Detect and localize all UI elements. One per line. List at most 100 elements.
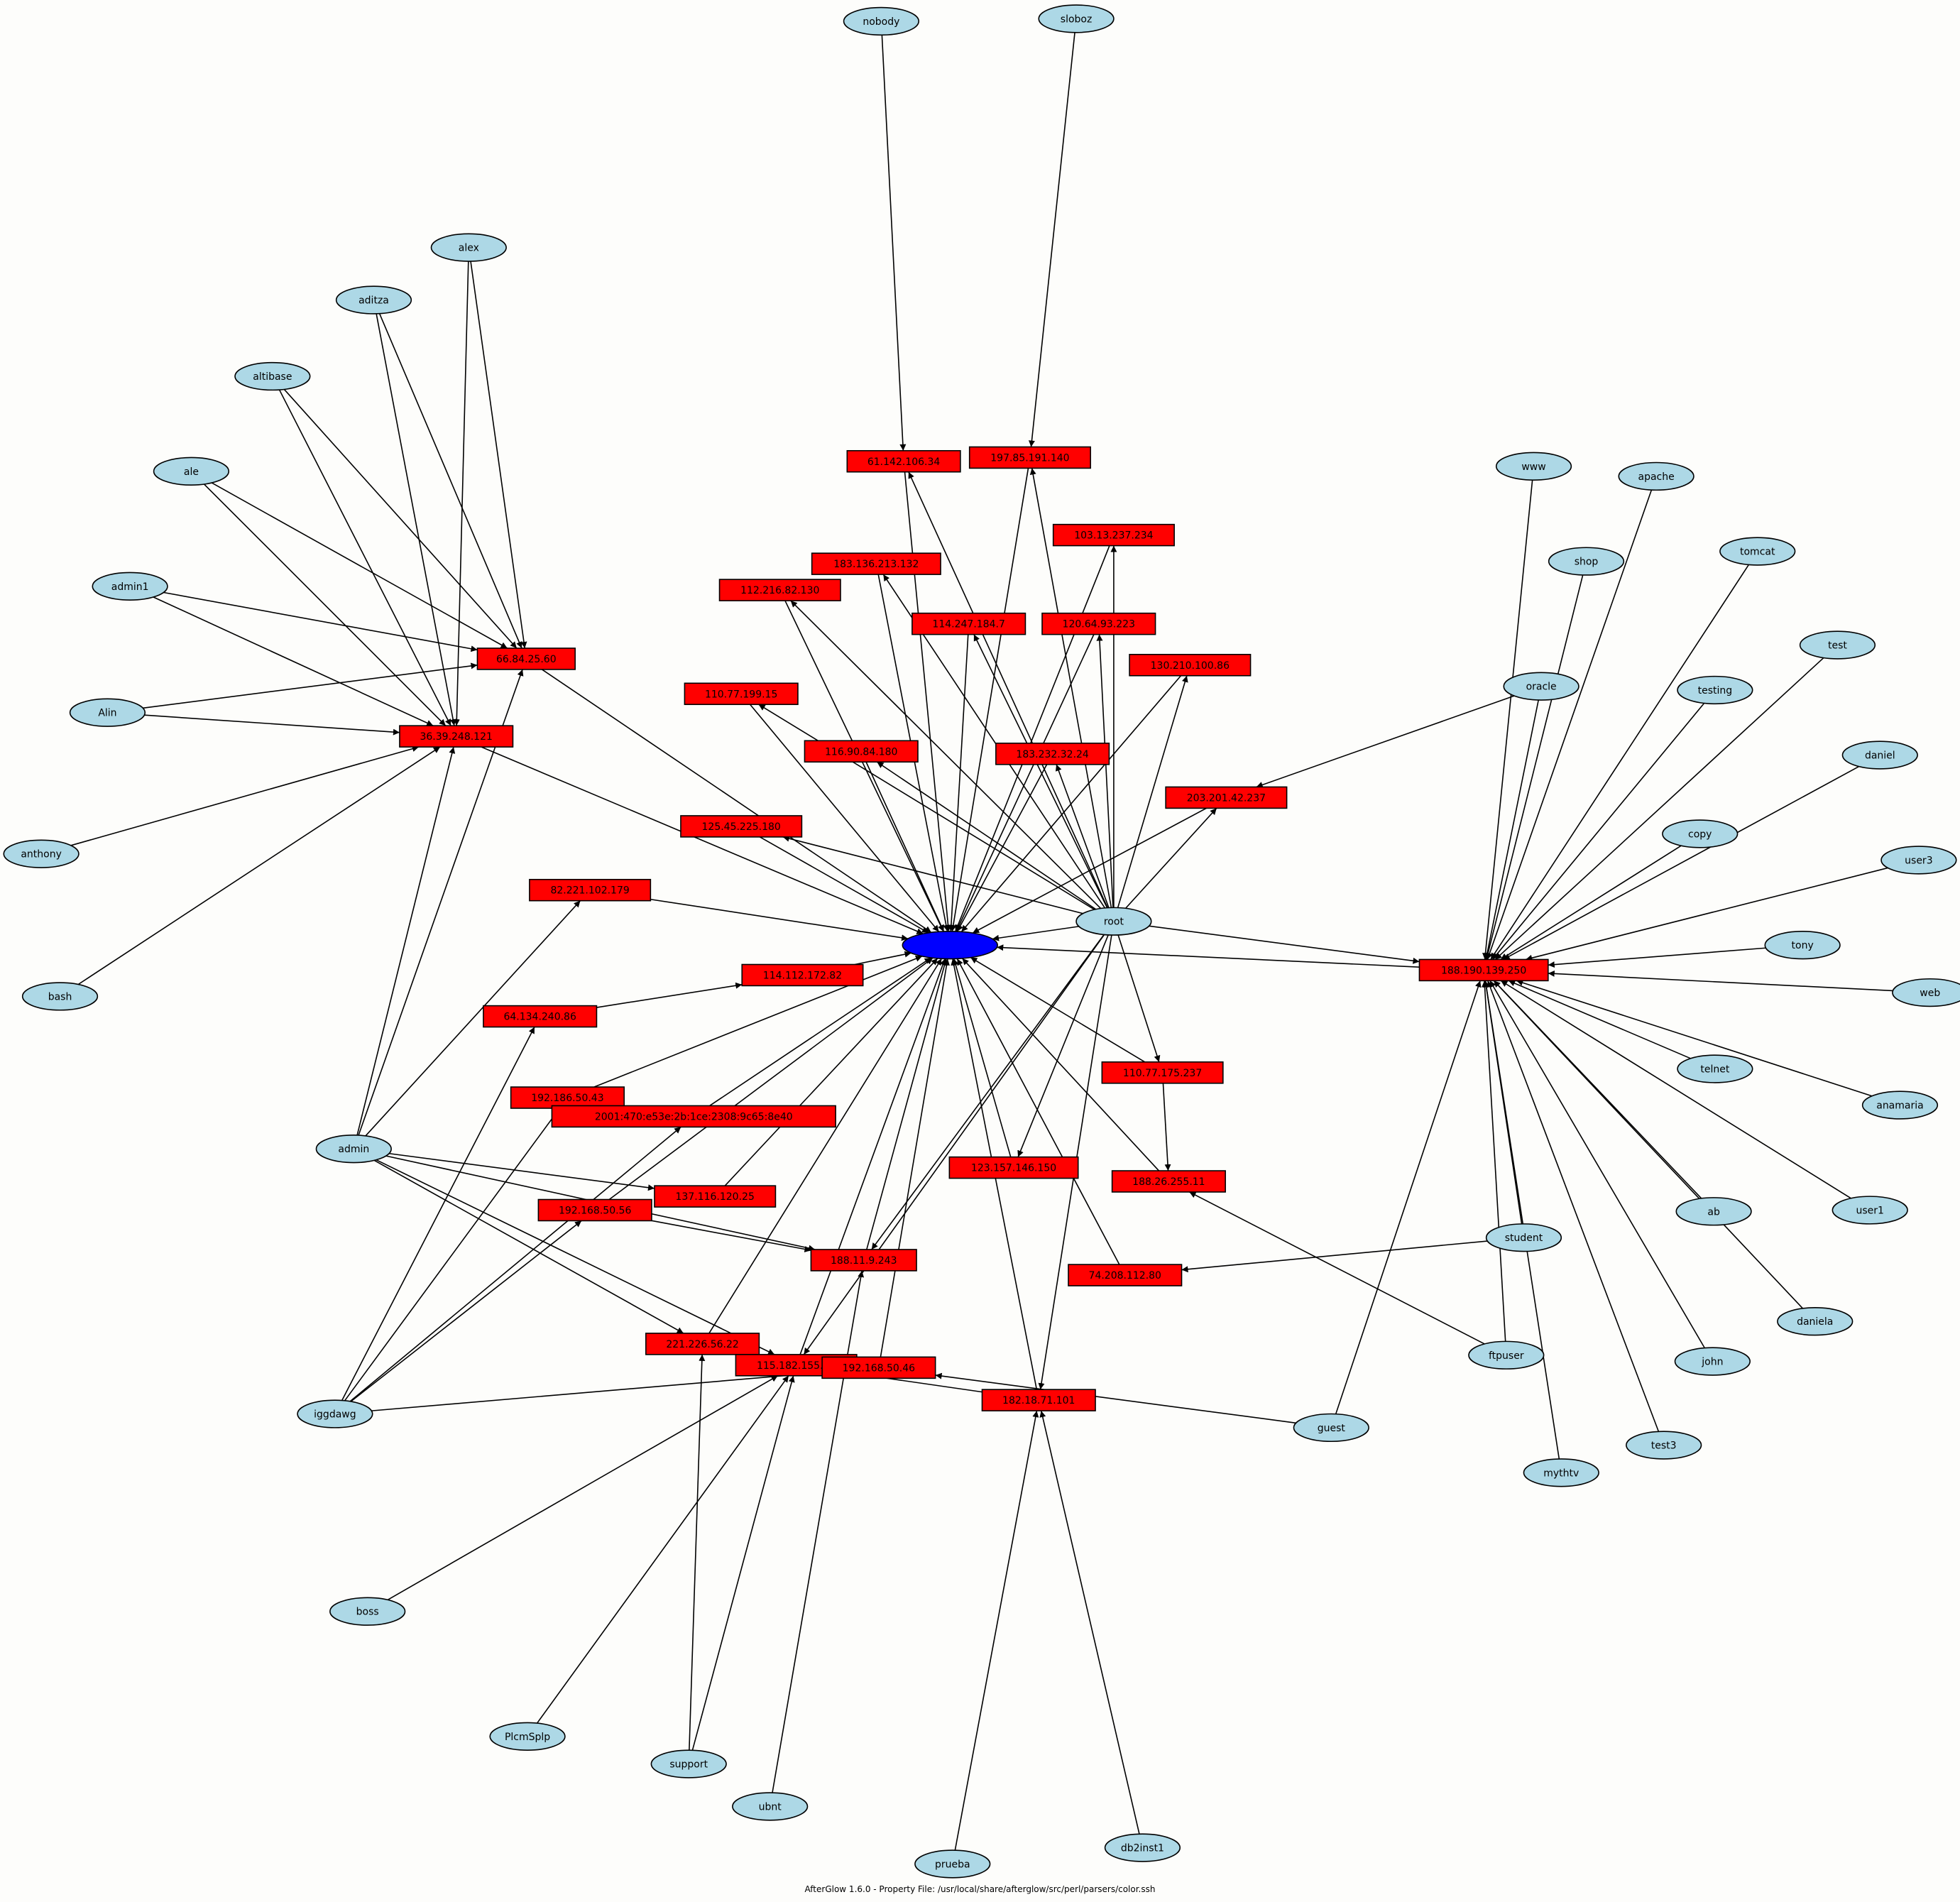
user-node-web[interactable]: web <box>1892 978 1960 1007</box>
user-node-ab[interactable]: ab <box>1675 1197 1752 1226</box>
ip-node-2001-470-e53e-2b-1ce-2308-9c65-8e40-label: 2001:470:e53e:2b:1ce:2308:9c65:8e40 <box>595 1111 793 1122</box>
user-node-user1[interactable]: user1 <box>1832 1196 1908 1225</box>
user-node-anthony[interactable]: anthony <box>3 839 80 868</box>
ip-node-116-90-84-180[interactable]: 116.90.84.180 <box>804 740 919 763</box>
user-node-student[interactable]: student <box>1485 1223 1562 1252</box>
user-node-alex[interactable]: alex <box>430 233 507 262</box>
ip-node-130-210-100-86[interactable]: 130.210.100.86 <box>1129 654 1252 677</box>
ip-node-188-11-9-243-label: 188.11.9.243 <box>831 1255 897 1267</box>
user-node-admin[interactable]: admin <box>315 1135 392 1164</box>
user-node-apache[interactable]: apache <box>1618 461 1695 491</box>
ip-node-114-247-184-7[interactable]: 114.247.184.7 <box>911 612 1026 635</box>
ip-node-110-77-175-237[interactable]: 110.77.175.237 <box>1101 1061 1224 1084</box>
ip-node-125-45-225-180[interactable]: 125.45.225.180 <box>680 815 803 838</box>
user-node-telnet-label: telnet <box>1700 1064 1729 1076</box>
edge-root-to-110-77-175-237 <box>1117 934 1161 1063</box>
user-node-support[interactable]: support <box>650 1749 727 1778</box>
edge-iggdawg-to-192-186-50-43 <box>344 1108 561 1401</box>
ip-node-110-77-199-15[interactable]: 110.77.199.15 <box>684 682 799 706</box>
ip-node-192-168-50-56-label: 192.168.50.56 <box>559 1205 632 1216</box>
edge-admin-to-221-226-56-22 <box>373 1159 684 1334</box>
edge-db2inst1-to-182-18-71-101 <box>1039 1410 1140 1835</box>
ip-node-66-84-25-60-label: 66.84.25.60 <box>496 654 557 665</box>
ip-node-183-232-32-24[interactable]: 183.232.32.24 <box>995 743 1110 765</box>
ip-node-82-221-102-179[interactable]: 82.221.102.179 <box>529 878 652 902</box>
user-node-prueba-label: prueba <box>935 1859 970 1870</box>
user-node-user3[interactable]: user3 <box>1880 846 1957 875</box>
ip-node-221-226-56-22[interactable]: 221.226.56.22 <box>645 1333 760 1355</box>
user-node-testing[interactable]: testing <box>1677 675 1753 705</box>
user-node-tony[interactable]: tony <box>1764 931 1841 960</box>
user-node-shop[interactable]: shop <box>1548 547 1625 576</box>
edge-115-182-155-31-to-center <box>799 958 946 1355</box>
ip-node-192-168-50-56[interactable]: 192.168.50.56 <box>537 1198 652 1222</box>
user-node-iggdawg[interactable]: iggdawg <box>297 1399 373 1428</box>
user-node-boss[interactable]: boss <box>329 1597 406 1626</box>
user-node-altibase[interactable]: altibase <box>234 361 311 391</box>
user-node-prueba[interactable]: prueba <box>914 1849 991 1879</box>
user-node-copy[interactable]: copy <box>1662 819 1739 848</box>
ip-node-66-84-25-60[interactable]: 66.84.25.60 <box>476 647 576 670</box>
user-node-daniela[interactable]: daniela <box>1777 1307 1854 1336</box>
user-node-daniel[interactable]: daniel <box>1841 740 1918 770</box>
user-node-guest-label: guest <box>1318 1423 1346 1434</box>
user-node-guest[interactable]: guest <box>1293 1413 1369 1443</box>
ip-node-188-190-139-250[interactable]: 188.190.139.250 <box>1418 958 1549 982</box>
ip-node-123-157-146-150[interactable]: 123.157.146.150 <box>948 1156 1079 1179</box>
user-node-ubnt[interactable]: ubnt <box>732 1792 809 1821</box>
edge-nobody-to-61-142-106-34 <box>881 35 907 451</box>
user-node-root[interactable]: root <box>1075 907 1152 936</box>
user-node-test3[interactable]: test3 <box>1626 1431 1702 1460</box>
ip-node-74-208-112-80[interactable]: 74.208.112.80 <box>1068 1264 1183 1286</box>
ip-node-120-64-93-223[interactable]: 120.64.93.223 <box>1041 612 1156 635</box>
ip-node-197-85-191-140[interactable]: 197.85.191.140 <box>968 446 1091 469</box>
user-node-ftpuser[interactable]: ftpuser <box>1468 1340 1545 1370</box>
user-node-oracle-label: oracle <box>1526 682 1557 693</box>
user-node-telnet[interactable]: telnet <box>1677 1054 1753 1083</box>
user-node-test[interactable]: test <box>1799 630 1876 660</box>
ip-node-192-168-50-46[interactable]: 192.168.50.46 <box>821 1356 936 1379</box>
user-node-nobody[interactable]: nobody <box>843 6 920 36</box>
ip-node-114-112-172-82[interactable]: 114.112.172.82 <box>741 963 864 987</box>
user-node-mythtv[interactable]: mythtv <box>1523 1458 1599 1487</box>
user-node-www-label: www <box>1521 461 1545 473</box>
user-node-anamaria-label: anamaria <box>1876 1100 1923 1112</box>
edge-iggdawg-to-64-134-240-86 <box>341 1027 535 1401</box>
user-node-plcmsplp[interactable]: PlcmSplp <box>489 1722 566 1751</box>
ip-node-183-136-213-132[interactable]: 183.136.213.132 <box>811 552 941 575</box>
user-node-db2inst1[interactable]: db2inst1 <box>1104 1833 1181 1862</box>
ip-node-112-216-82-130[interactable]: 112.216.82.130 <box>718 579 841 601</box>
user-node-www[interactable]: www <box>1495 452 1572 481</box>
user-node-john[interactable]: john <box>1674 1347 1751 1376</box>
ip-node-182-18-71-101[interactable]: 182.18.71.101 <box>981 1389 1096 1411</box>
user-node-oracle[interactable]: oracle <box>1503 672 1580 701</box>
user-node-anamaria[interactable]: anamaria <box>1861 1091 1939 1120</box>
ip-node-137-116-120-25[interactable]: 137.116.120.25 <box>654 1185 777 1208</box>
edge-123-157-146-150-to-center <box>952 958 1012 1157</box>
edge-oracle-to-203-201-42-237 <box>1256 695 1515 788</box>
edge-iggdawg-to-192-168-50-56 <box>350 1220 582 1402</box>
edge-aditza-to-36-39-248-121 <box>376 313 456 726</box>
user-node-ale[interactable]: ale <box>153 457 230 486</box>
user-node-sloboz[interactable]: sloboz <box>1038 4 1115 33</box>
ip-node-188-26-255-11[interactable]: 188.26.255.11 <box>1111 1170 1226 1193</box>
ip-node-61-142-106-34[interactable]: 61.142.106.34 <box>846 449 961 473</box>
ip-node-114-112-172-82-label: 114.112.172.82 <box>763 970 842 981</box>
user-node-tomcat[interactable]: tomcat <box>1719 537 1796 566</box>
ip-node-192-186-50-43[interactable]: 192.186.50.43 <box>510 1086 625 1109</box>
ip-node-103-13-237-234[interactable]: 103.13.237.234 <box>1052 523 1175 547</box>
ip-node-64-134-240-86[interactable]: 64.134.240.86 <box>483 1005 598 1028</box>
user-node-alin[interactable]: Alin <box>69 698 146 727</box>
user-node-iggdawg-label: iggdawg <box>314 1409 356 1421</box>
user-node-admin1[interactable]: admin1 <box>92 572 168 601</box>
edge-root-to-112-216-82-130 <box>790 600 1102 909</box>
target-host-node[interactable] <box>902 931 998 960</box>
ip-node-188-11-9-243[interactable]: 188.11.9.243 <box>810 1249 917 1272</box>
ip-node-203-201-42-237[interactable]: 203.201.42.237 <box>1165 786 1288 809</box>
ip-node-130-210-100-86-label: 130.210.100.86 <box>1151 660 1230 672</box>
user-node-admin1-label: admin1 <box>111 581 149 593</box>
user-node-aditza[interactable]: aditza <box>335 285 412 315</box>
ip-node-36-39-248-121[interactable]: 36.39.248.121 <box>399 725 514 748</box>
user-node-bash[interactable]: bash <box>21 982 99 1011</box>
ip-node-2001-470-e53e-2b-1ce-2308-9c65-8e40[interactable]: 2001:470:e53e:2b:1ce:2308:9c65:8e40 <box>551 1105 836 1128</box>
